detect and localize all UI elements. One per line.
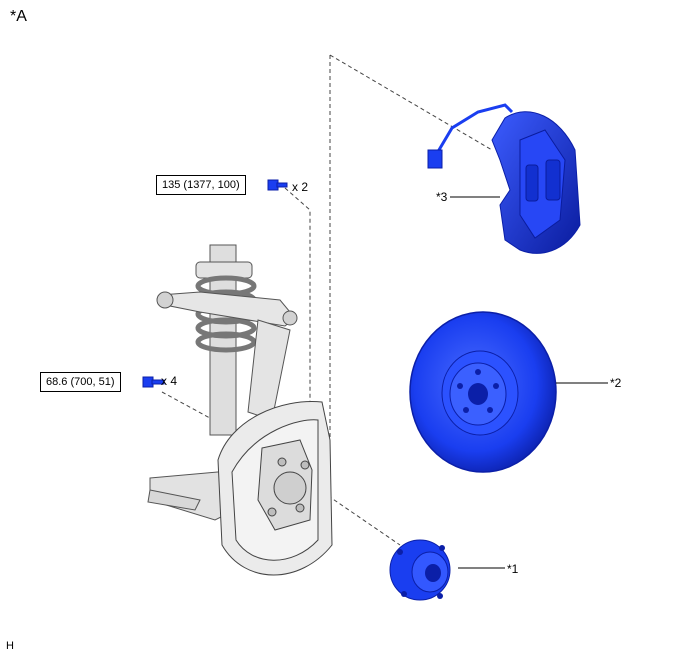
caliper-mounting-bolt <box>267 179 288 191</box>
callout-caliper: *3 <box>436 190 448 204</box>
quantity-lower-bolt: x 4 <box>161 374 178 388</box>
brake-caliper <box>427 103 581 254</box>
dust-shield <box>217 401 333 576</box>
callout-hub: *1 <box>507 562 519 576</box>
callout-disc: *2 <box>610 376 622 390</box>
figure-code: H <box>6 640 14 652</box>
brake-disc <box>409 311 557 473</box>
upper-arm-ball-joint <box>282 310 298 326</box>
caliper-wire-harness <box>434 103 514 156</box>
caliper-assembly-line <box>329 54 493 455</box>
suspension-strut <box>147 244 298 521</box>
knuckle-bore <box>273 471 307 505</box>
hub-bearing <box>389 539 451 601</box>
upper-arm-bushing <box>156 291 174 309</box>
hub-mounting-bolt <box>142 376 165 388</box>
tie-rod <box>147 489 201 511</box>
view-label: *A <box>10 8 27 25</box>
caliper-connector <box>427 149 443 169</box>
hub-assembly-line <box>304 479 401 546</box>
torque-spec-lower-bolt: 68.6 (700, 51) <box>40 372 121 392</box>
torque-spec-upper-bolt: 135 (1377, 100) <box>156 175 246 195</box>
quantity-upper-bolt: x 2 <box>292 180 309 194</box>
callout-leaders <box>450 196 608 569</box>
